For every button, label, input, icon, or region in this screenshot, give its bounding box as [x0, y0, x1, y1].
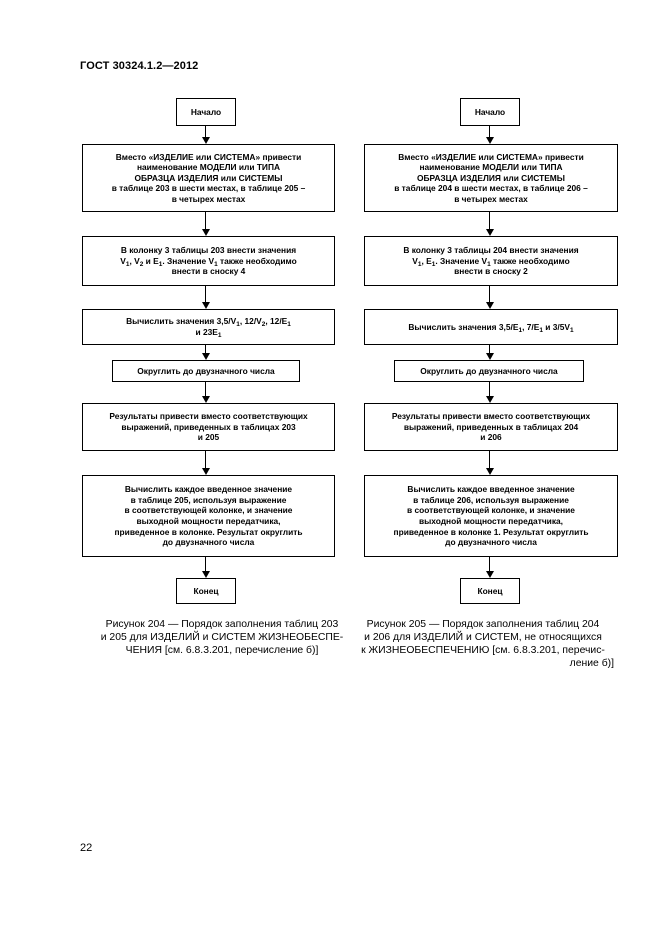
step-replace-names: Вместо «ИЗДЕЛИЕ или СИСТЕМА» привести на…	[364, 144, 618, 212]
connector	[205, 345, 206, 354]
text-line: приведенное в колонке. Результат округли…	[114, 526, 303, 537]
arrow-head	[486, 396, 494, 403]
text-line: Вычислить значения 3,5/V1, 12/V2, 12/E1	[126, 316, 291, 329]
text-line: в четырех местах	[171, 193, 246, 204]
text-line: ОБРАЗЦА ИЗДЕЛИЯ или СИСТЕМЫ	[417, 172, 565, 183]
connector	[489, 382, 490, 397]
end-label: Конец	[193, 585, 219, 596]
text-line: выражений, приведенных в таблицах 203	[121, 421, 296, 432]
text-line: V1, V2 и E1. Значение V1 также необходим…	[120, 255, 297, 268]
step-compute-values: Вычислить значения 3,5/V1, 12/V2, 12/E1 …	[82, 309, 335, 345]
arrow-head	[202, 396, 210, 403]
arrow-head	[486, 302, 494, 309]
text-line: Результаты привести вместо соответствующ…	[109, 411, 308, 422]
text-line: Вычислить каждое введенное значение	[407, 484, 575, 495]
text-line: внести в сноску 4	[171, 266, 246, 277]
page-number: 22	[80, 842, 93, 854]
arrow-head	[486, 229, 494, 236]
connector	[205, 212, 206, 230]
text-line: Результаты привести вместо соответствующ…	[391, 411, 591, 422]
caption-line: ЧЕНИЯ [см. 6.8.3.201, перечисление б)]	[125, 645, 319, 656]
arrow-head	[486, 468, 494, 475]
figure-caption: Рисунок 205 — Порядок заполнения таблиц …	[352, 618, 614, 670]
start-label: Начало	[474, 106, 506, 117]
arrow-head	[486, 571, 494, 578]
text-line: Вместо «ИЗДЕЛИЕ или СИСТЕМА» привести	[398, 151, 584, 162]
step-compute-each: Вычислить каждое введенное значение в та…	[82, 475, 335, 557]
text-line: V1, E1. Значение V1 также необходимо	[412, 255, 570, 268]
document-code-header: ГОСТ 30324.1.2—2012	[80, 60, 199, 72]
caption-line: Рисунок 205 — Порядок заполнения таблиц …	[366, 619, 600, 630]
text-line: до двузначного числа	[445, 537, 537, 548]
step-replace-names: Вместо «ИЗДЕЛИЕ или СИСТЕМА» привести на…	[82, 144, 335, 212]
caption-line: и 206 для ИЗДЕЛИЙ и СИСТЕМ, не относящих…	[364, 632, 602, 643]
text-line: и 206	[480, 432, 502, 443]
text-line: в таблице 205, используя выражение	[130, 494, 287, 505]
connector	[205, 382, 206, 397]
step-place-results: Результаты привести вместо соответствующ…	[82, 403, 335, 451]
arrow-head	[202, 302, 210, 309]
caption-line: ление б)]	[569, 658, 614, 669]
caption-line: Рисунок 204 — Порядок заполнения таблиц …	[105, 619, 339, 630]
end-label: Конец	[477, 585, 503, 596]
text-line: в четырех местах	[454, 193, 528, 204]
text-line: в таблице 204 в шести местах, в таблице …	[394, 183, 588, 194]
text-line: внести в сноску 2	[454, 266, 528, 277]
step-enter-values: В колонку 3 таблицы 203 внести значения …	[82, 236, 335, 286]
text-line: в таблице 203 в шести местах, в таблице …	[111, 183, 306, 194]
text-line: выходной мощности передатчика,	[136, 516, 281, 526]
arrow-head	[202, 353, 210, 360]
connector	[489, 212, 490, 230]
arrow-head	[202, 137, 210, 144]
round-label: Округлить до двузначного числа	[137, 365, 275, 376]
text-line: выходной мощности передатчика,	[418, 516, 564, 526]
arrow-head	[202, 571, 210, 578]
arrow-head	[486, 137, 494, 144]
connector	[489, 126, 490, 138]
step-compute-values: Вычислить значения 3,5/E1, 7/E1 и 3/5V1	[364, 309, 618, 345]
round-label: Округлить до двузначного числа	[420, 365, 558, 376]
text-line: В колонку 3 таблицы 204 внести значения	[403, 245, 579, 256]
step-place-results: Результаты привести вместо соответствующ…	[364, 403, 618, 451]
connector	[489, 345, 490, 354]
arrow-head	[486, 353, 494, 360]
text-line: наименование МОДЕЛИ или ТИПА	[136, 162, 281, 173]
text-line: Вместо «ИЗДЕЛИЕ или СИСТЕМА» привести	[115, 151, 302, 162]
caption-line: и 205 для ИЗДЕЛИЙ и СИСТЕМ ЖИЗНЕОБЕСПЕ-	[100, 632, 344, 643]
arrow-head	[202, 468, 210, 475]
text-line: и 205	[197, 432, 220, 443]
text-line: В колонку 3 таблицы 203 внести значения	[120, 245, 297, 256]
text-line: Вычислить значения 3,5/E1, 7/E1 и 3/5V1	[408, 321, 574, 334]
text-line: приведенное в колонке 1. Результат округ…	[393, 526, 589, 537]
text-line: ОБРАЗЦА ИЗДЕЛИЯ или СИСТЕМЫ	[134, 172, 283, 183]
figure-caption: Рисунок 204 — Порядок заполнения таблиц …	[98, 618, 346, 657]
connector	[489, 557, 490, 572]
connector	[205, 451, 206, 469]
text-line: в соответствующей колонке, и значение	[407, 505, 575, 516]
connector	[489, 451, 490, 469]
connector	[489, 286, 490, 303]
connector	[205, 557, 206, 572]
text-line: выражений, приведенных в таблицах 204	[403, 421, 579, 432]
text-line: до двузначного числа	[162, 537, 255, 548]
start-box: Начало	[460, 98, 520, 126]
connector	[205, 286, 206, 303]
text-line: Вычислить каждое введенное значение	[124, 484, 293, 495]
text-line: наименование МОДЕЛИ или ТИПА	[419, 162, 563, 173]
step-round: Округлить до двузначного числа	[112, 360, 300, 382]
end-box: Конец	[460, 578, 520, 604]
caption-line: к ЖИЗНЕОБЕСПЕЧЕНИЮ [см. 6.8.3.201, переч…	[361, 645, 605, 656]
text-line: в таблице 206, используя выражение	[413, 494, 569, 505]
text-line: и 23E1	[195, 327, 222, 339]
start-label: Начало	[190, 106, 222, 117]
step-round: Округлить до двузначного числа	[394, 360, 584, 382]
step-compute-each: Вычислить каждое введенное значение в та…	[364, 475, 618, 557]
text-line: в соответствующей колонке, и значение	[124, 505, 293, 516]
start-box: Начало	[176, 98, 236, 126]
connector	[205, 126, 206, 138]
arrow-head	[202, 229, 210, 236]
step-enter-values: В колонку 3 таблицы 204 внести значения …	[364, 236, 618, 286]
end-box: Конец	[176, 578, 236, 604]
